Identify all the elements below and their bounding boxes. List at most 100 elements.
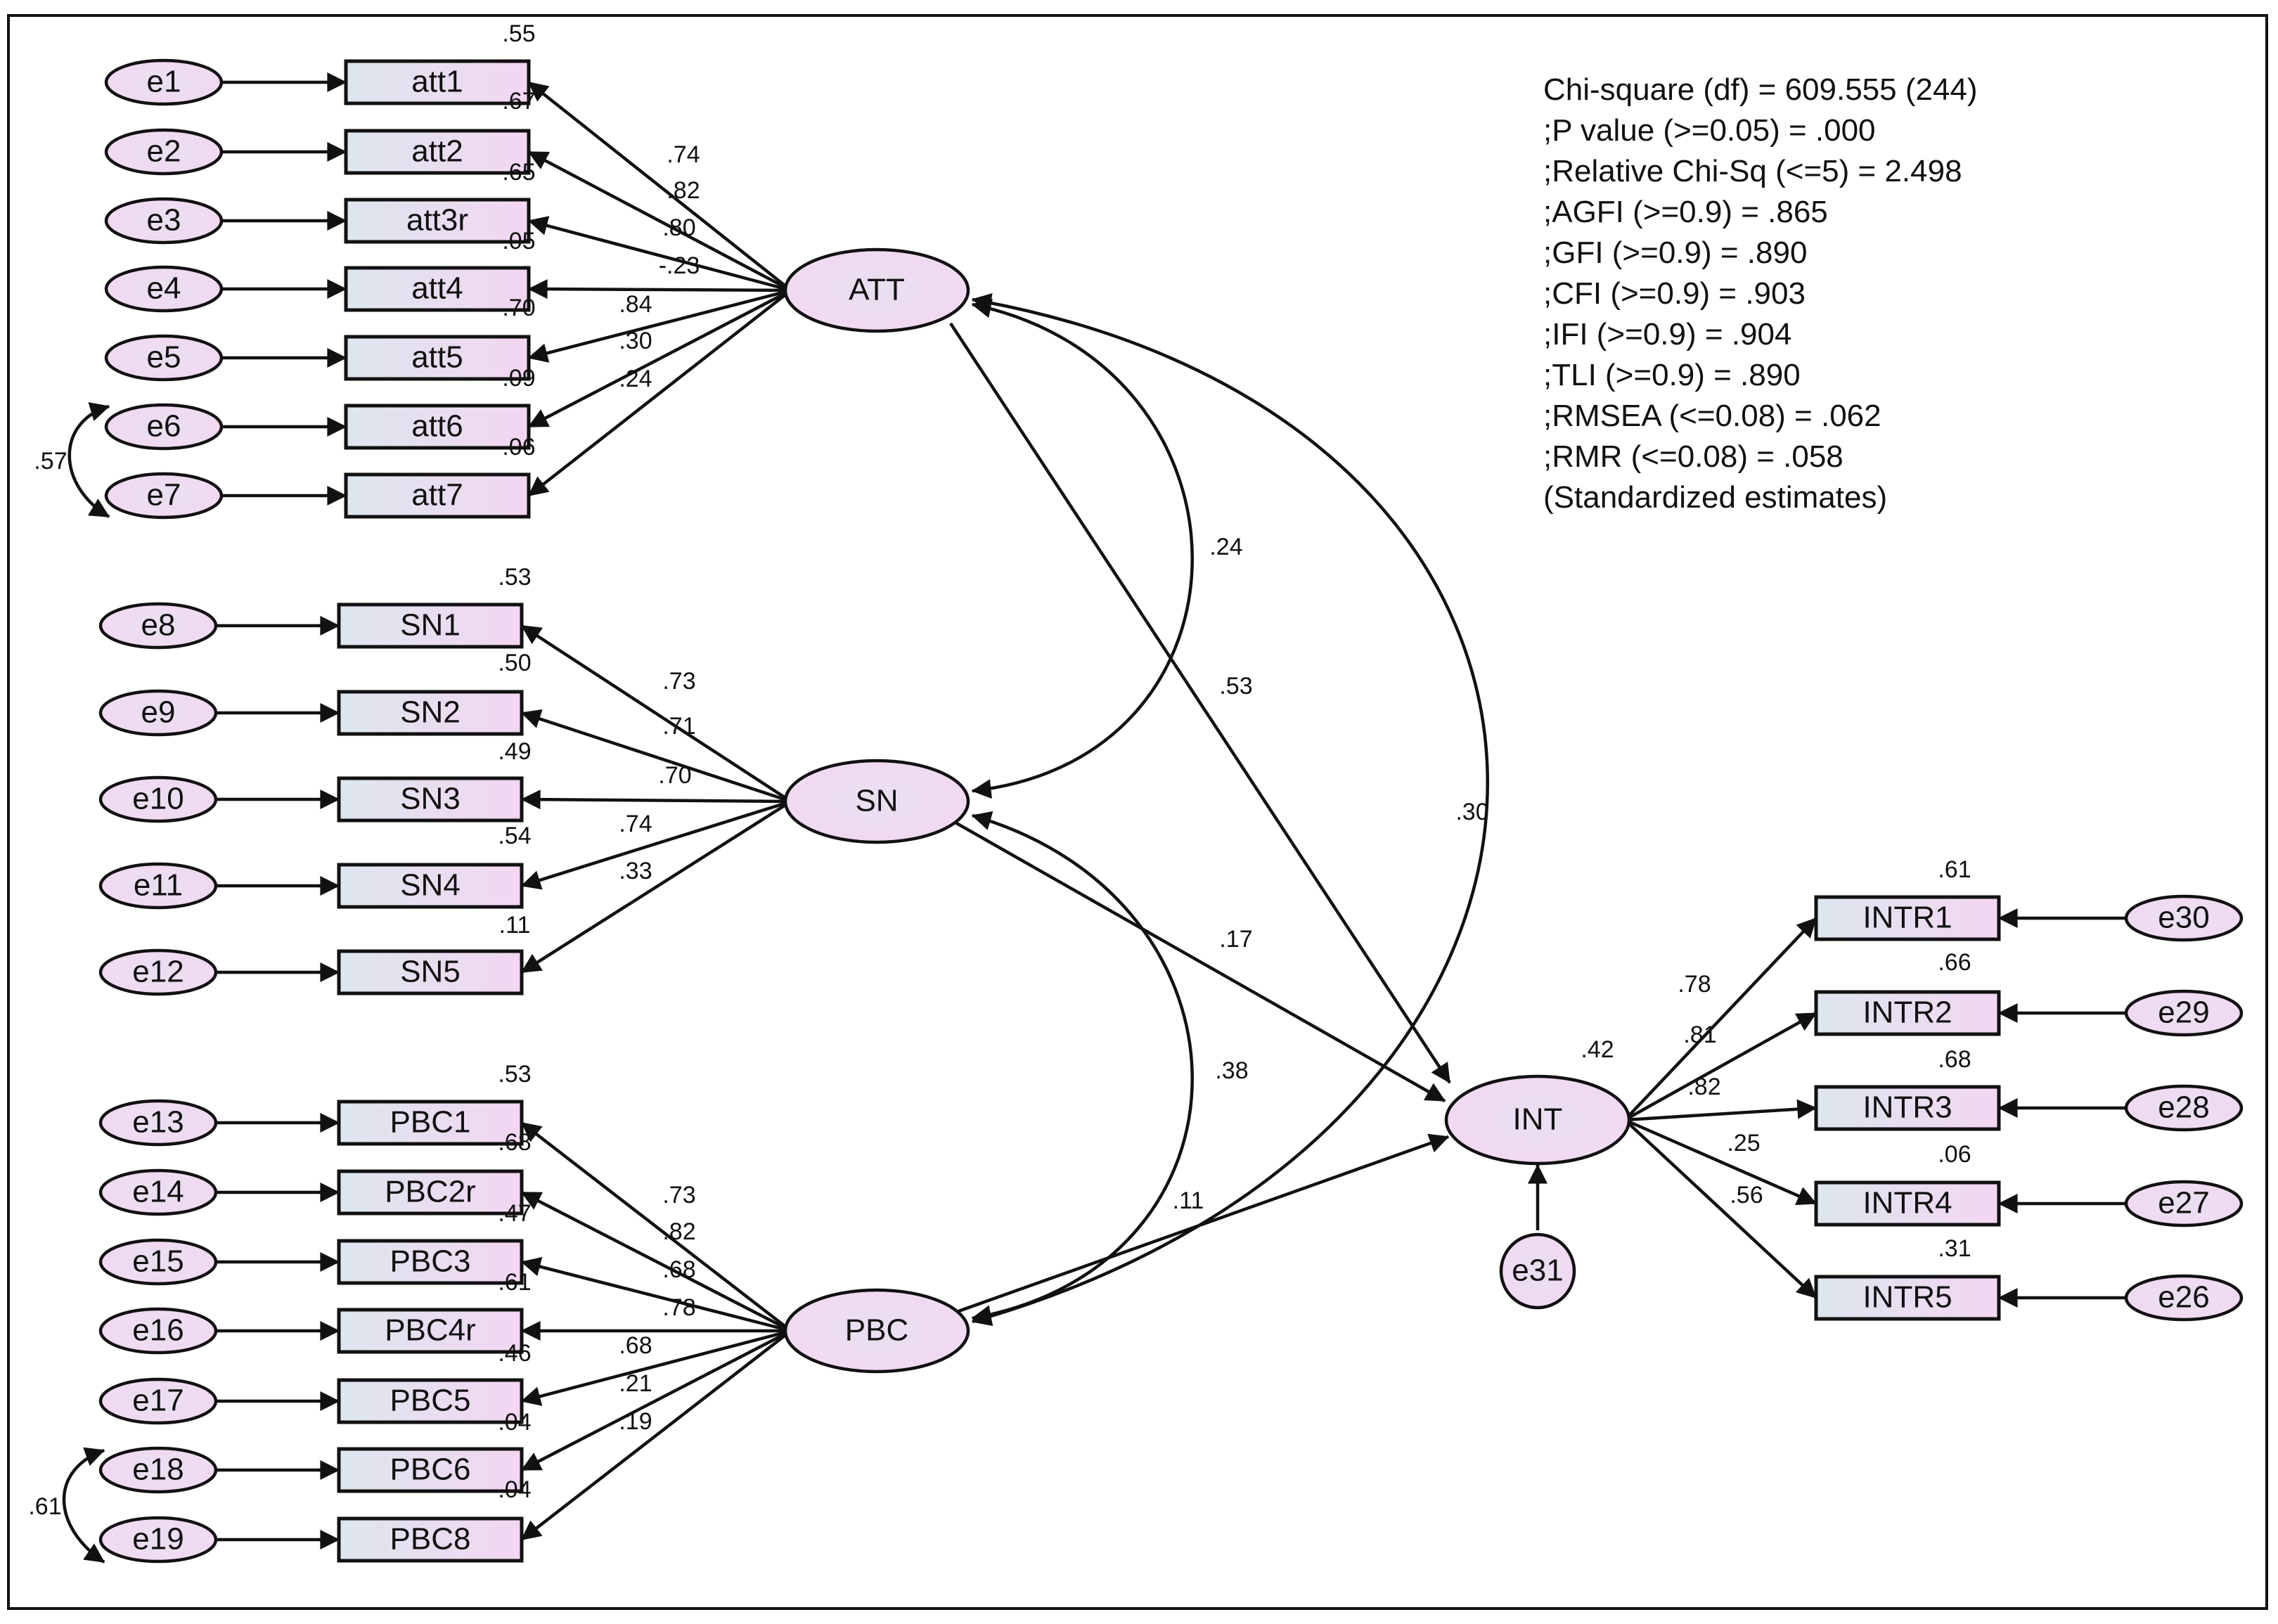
r2-att5: .70 <box>502 295 535 321</box>
error-e8-label: e8 <box>141 608 176 643</box>
loading-PBC6: .21 <box>619 1370 652 1397</box>
indicator-att4-label: att4 <box>411 271 463 306</box>
indicator-SN4-label: SN4 <box>400 868 461 903</box>
indicator-SN3-label: SN3 <box>400 782 461 816</box>
loading-SN4: .74 <box>619 811 652 837</box>
r2-PBC5: .46 <box>498 1340 531 1367</box>
loading-SN5: .33 <box>619 858 652 884</box>
r2-INTR2: .66 <box>1938 949 1971 976</box>
indicator-att1: att1 <box>344 59 531 105</box>
pbc-loading-arrow <box>520 1190 792 1333</box>
indicator-INTR2-label: INTR2 <box>1862 995 1952 1030</box>
error-e26-label: e26 <box>2158 1280 2209 1315</box>
error-e3: e3 <box>104 197 224 245</box>
indicator-SN1: SN1 <box>337 602 524 649</box>
fit-index-line: ;IFI (>=0.9) = .904 <box>1543 317 1791 352</box>
loading-SN3: .70 <box>658 762 691 789</box>
cov-att-sn <box>971 298 1194 799</box>
indicator-att7: att7 <box>344 472 531 519</box>
cov-e6-e7 <box>67 402 110 518</box>
att-loading-arrow <box>527 289 792 497</box>
pbc-loading-arrow <box>520 1329 792 1541</box>
int-loading-arrow <box>1623 1119 1817 1299</box>
r2-att1: .55 <box>502 20 535 47</box>
loading-PBC8: .19 <box>619 1408 652 1435</box>
fit-index-line: ;GFI (>=0.9) = .890 <box>1543 236 1807 270</box>
indicator-PBC5: PBC5 <box>337 1378 524 1424</box>
loading-att4: -.23 <box>659 252 700 279</box>
sn-loading-arrow <box>520 800 792 974</box>
r2-SN3: .49 <box>498 738 531 765</box>
error-e29-label: e29 <box>2158 995 2209 1030</box>
pbc-loading-arrow <box>520 1329 792 1471</box>
coef-att-sn: .24 <box>1209 534 1242 560</box>
error-e12: e12 <box>98 948 218 996</box>
error-e14: e14 <box>98 1168 218 1216</box>
indicator-INTR3: INTR3 <box>1814 1085 2001 1131</box>
fit-indices: Chi-square (df) = 609.555 (244);P value … <box>1543 72 1978 515</box>
latent-int: INT <box>1444 1074 1631 1166</box>
latent-int-label: INT <box>1513 1102 1563 1137</box>
coef-pbc-int: .11 <box>1173 1187 1204 1214</box>
loading-PBC2r: .82 <box>662 1218 695 1245</box>
cov-sn-pbc <box>971 811 1194 1325</box>
indicator-att5-label: att5 <box>411 340 463 375</box>
indicator-SN5-label: SN5 <box>400 955 461 989</box>
error-e27-label: e27 <box>2158 1186 2209 1220</box>
indicator-att4: att4 <box>344 266 531 312</box>
indicator-PBC4r-label: PBC4r <box>385 1313 476 1348</box>
loading-att5: .84 <box>619 291 652 318</box>
error-e28: e28 <box>2124 1084 2244 1132</box>
att-loading-arrow <box>527 279 792 299</box>
error-e7: e7 <box>104 472 224 520</box>
fit-index-line: ;P value (>=0.05) = .000 <box>1543 113 1876 148</box>
sn-loading-arrow <box>520 790 792 810</box>
loading-INTR3: .82 <box>1687 1074 1720 1100</box>
error-e30: e30 <box>2124 894 2244 942</box>
r2-int: .42 <box>1581 1036 1614 1063</box>
int-loading-arrow <box>1623 1012 1817 1121</box>
indicator-SN4: SN4 <box>337 863 524 909</box>
error-e16-label: e16 <box>132 1313 184 1348</box>
error-e10: e10 <box>98 775 218 823</box>
error-e29: e29 <box>2124 989 2244 1037</box>
r2-PBC4r: .61 <box>498 1269 531 1296</box>
error-e4: e4 <box>104 265 224 313</box>
error-e13-label: e13 <box>132 1105 184 1140</box>
pbc-loading-arrow <box>520 1257 792 1333</box>
indicator-att2-label: att2 <box>411 134 463 169</box>
coef-att-int: .53 <box>1219 673 1252 700</box>
indicator-SN5: SN5 <box>337 949 524 995</box>
diagram-frame <box>7 14 2268 1610</box>
indicator-INTR3-label: INTR3 <box>1862 1090 1952 1125</box>
cov-att-pbc <box>971 292 1489 1327</box>
error-e5-label: e5 <box>147 340 181 375</box>
indicator-PBC6-label: PBC6 <box>390 1452 471 1487</box>
loading-SN1: .73 <box>662 668 695 695</box>
r2-INTR5: .31 <box>1938 1235 1971 1262</box>
error-e3-label: e3 <box>147 203 181 238</box>
error-e1: e1 <box>104 58 224 106</box>
indicator-PBC2r: PBC2r <box>337 1169 524 1216</box>
sn-loading-arrow <box>520 709 792 804</box>
error-e30-label: e30 <box>2158 901 2209 935</box>
paths-layer <box>62 72 2126 1564</box>
coef-e18-e19: .61 <box>28 1493 61 1520</box>
fit-index-line: ;RMR (<=0.08) = .058 <box>1543 439 1843 474</box>
latent-sn: SN <box>783 759 970 844</box>
indicator-PBC8: PBC8 <box>337 1516 524 1563</box>
error-e14-label: e14 <box>132 1175 184 1209</box>
loading-INTR2: .81 <box>1683 1022 1716 1048</box>
error-e12-label: e12 <box>132 955 184 989</box>
indicator-PBC1: PBC1 <box>337 1100 524 1146</box>
loading-att6: .30 <box>619 328 652 354</box>
r2-INTR4: .06 <box>1938 1141 1971 1168</box>
r2-PBC6: .04 <box>498 1409 531 1436</box>
r2-att3r: .65 <box>502 159 535 186</box>
fit-index-line: ;CFI (>=0.9) = .903 <box>1543 276 1806 311</box>
loading-PBC4r: .78 <box>662 1294 695 1321</box>
fit-index-line: ;RMSEA (<=0.08) = .062 <box>1543 399 1881 433</box>
fit-index-line: ;Relative Chi-Sq (<=5) = 2.498 <box>1543 154 1962 188</box>
loading-SN2: .71 <box>662 713 695 740</box>
indicator-SN2: SN2 <box>337 690 524 736</box>
